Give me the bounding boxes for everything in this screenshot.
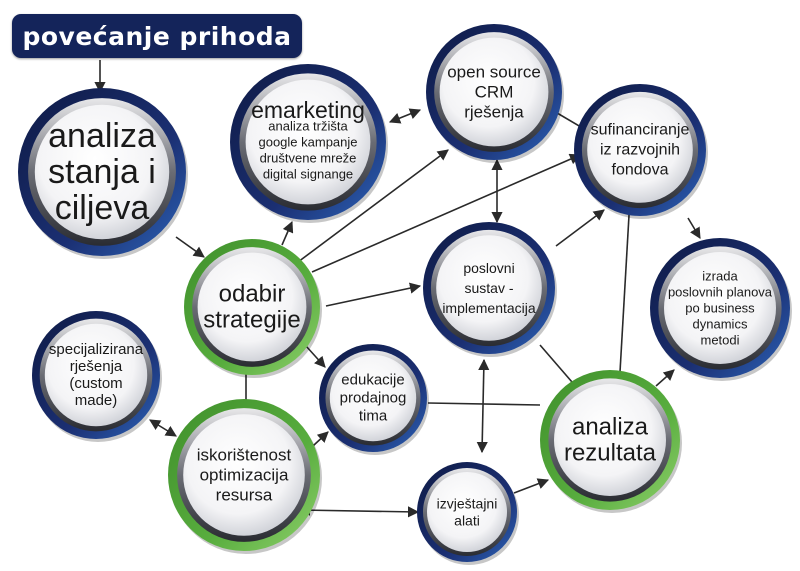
node-label-line: rješenja [70, 358, 123, 375]
node-label-line: (custom [69, 375, 122, 392]
node-label-line: digital signange [263, 167, 353, 182]
node-label-line: google kampanje [258, 135, 357, 150]
node-label-line: poslovnih planova [668, 285, 773, 300]
node-face [664, 252, 776, 364]
node-label-line: prodajnog [340, 390, 407, 407]
title-text: povećanje prihoda [22, 21, 292, 51]
node-label-line: tima [359, 408, 388, 425]
node-label-line: resursa [216, 486, 273, 505]
node-label-line: po business [685, 301, 755, 316]
node-label-line: odabir [219, 281, 286, 308]
line-edukacije-analiza-rez [427, 402, 541, 406]
arrow-odabir-to-edukacije [305, 345, 326, 368]
node-label-line: rješenja [464, 103, 524, 122]
arrow-odabir-to-poslovni [325, 282, 422, 307]
node-label-line: emarketing [251, 97, 365, 123]
arrow-analiza-to-odabir [175, 236, 205, 258]
node-label-line: optimizacija [200, 466, 289, 485]
node-face [587, 97, 693, 203]
title-banner: povećanje prihoda [12, 14, 302, 58]
node-face [44, 323, 148, 427]
node-label-line: sufinanciranje [591, 122, 690, 139]
node-poslovni: poslovni sustav - implementacija [423, 222, 557, 357]
node-label-line: izrada [702, 269, 738, 284]
node-face [329, 354, 417, 442]
node-label-line: specijalizirana [49, 341, 144, 358]
node-face [436, 235, 542, 341]
node-label-line: ciljeva [55, 189, 150, 227]
line-poslovni-analiza-rez [539, 344, 573, 383]
node-label-line: open source [447, 63, 541, 82]
node-label-line: made) [75, 392, 118, 409]
node-face [439, 37, 549, 147]
arrow-sufinanciranje-to-izrada [687, 217, 701, 239]
arrow-poslovni-to-sufinanciranje [555, 209, 605, 247]
arrow-iskoristenost-izvjestajni [298, 504, 420, 518]
node-label-line: analiza tržišta [268, 119, 348, 134]
node-sufinanciranje: sufinanciranje iz razvojnih fondova [574, 84, 708, 219]
arrow-poslovni-izvjestajni [476, 358, 490, 454]
node-label-line: sustav - [464, 280, 513, 296]
arrow-izvjestajni-to-analiza-rez [513, 478, 550, 494]
arrow-specijalizirana-iskoristenost [149, 419, 177, 437]
node-label-line: društvene mreže [260, 151, 357, 166]
node-face [34, 104, 170, 240]
node-label-line: dynamics [693, 317, 748, 332]
node-label-line: edukacije [341, 372, 404, 389]
node-label-line: stanja i [48, 153, 156, 191]
node-face [245, 79, 371, 205]
node-face [197, 252, 307, 362]
node-face [183, 414, 305, 536]
arrow-analiza-rez-to-sufinanciranje [619, 196, 636, 373]
arrow-emarketing-crm [388, 108, 422, 124]
node-label-line: iz razvojnih [600, 142, 680, 159]
arrow-odabir-to-emarketing [281, 220, 294, 246]
node-label-line: strategije [203, 307, 300, 334]
connectors [94, 60, 701, 518]
node-face [554, 384, 666, 496]
node-face [427, 472, 507, 552]
node-label-line: analiza [572, 414, 649, 441]
node-label-line: CRM [475, 83, 514, 102]
node-label-line: rezultata [564, 440, 657, 467]
node-label-line: poslovni [463, 260, 514, 276]
node-label-line: implementacija [442, 300, 536, 316]
arrow-odabir-to-crm [297, 149, 449, 263]
node-label-line: fondova [612, 162, 669, 179]
node-label-line: analiza [48, 117, 156, 155]
node-label-line: alati [454, 513, 480, 529]
arrow-odabir-to-sufinanciranje [311, 153, 582, 273]
arrow-analiza-rez-to-izrada [655, 369, 675, 387]
node-label-line: izvještajni [437, 496, 498, 512]
node-label-line: metodi [700, 333, 739, 348]
node-label-line: iskorištenost [197, 446, 292, 465]
